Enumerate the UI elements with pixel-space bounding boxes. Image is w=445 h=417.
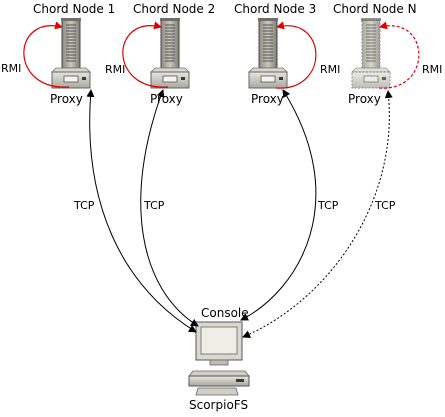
proxy-server-icon [51,18,91,89]
rmi-loop-arrow [275,21,317,89]
tcp-connection-arrow [242,90,393,338]
proxy-label: Proxy [251,92,284,106]
rmi-loop-arrow [23,21,70,88]
proxy-server-icon [150,18,190,89]
proxy-label: Proxy [50,92,83,106]
tcp-connection-arrow [140,89,199,327]
rmi-loop-arrow [122,21,169,88]
tcp-connection-arrow [86,89,197,333]
tcp-label: TCP [375,199,396,212]
node-title: Chord Node 2 [133,2,216,16]
proxy-label: Proxy [348,92,381,106]
proxy-server-icon [351,18,391,89]
rmi-label: RMI [422,63,443,76]
rmi-label: RMI [1,62,22,75]
tcp-label: TCP [144,199,165,212]
node-title: Chord Node N [333,2,417,16]
proxy-server-icon [248,18,288,89]
node-title: Chord Node 1 [33,2,116,16]
tcp-label: TCP [74,199,95,212]
tcp-label: TCP [318,199,339,212]
tcp-connection-arrow [240,89,317,321]
rmi-loop-arrow [378,21,420,89]
proxy-label: Proxy [150,92,183,106]
console-title: Console [201,306,249,320]
rmi-label: RMI [320,63,341,76]
console-computer-icon [188,321,250,396]
node-title: Chord Node 3 [234,2,317,16]
rmi-label: RMI [105,63,126,76]
console-caption: ScorpioFS [189,398,249,412]
